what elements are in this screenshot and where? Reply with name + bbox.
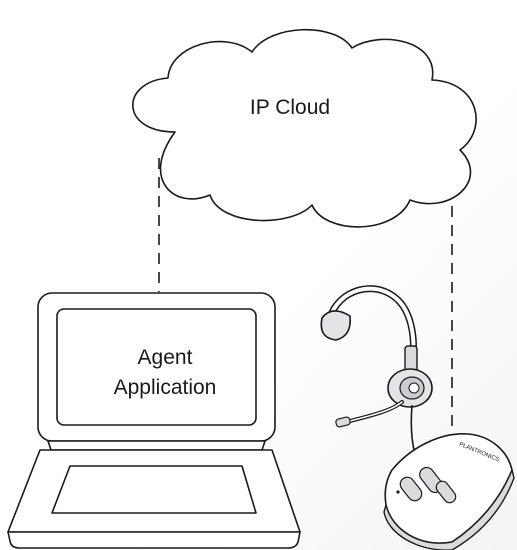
laptop-base-front (7, 531, 301, 549)
laptop-screen-label: Agent Application (80, 343, 250, 403)
laptop-screen-label-line1: Agent (137, 346, 193, 369)
laptop-trackpad (51, 465, 257, 514)
headset-icon (320, 285, 441, 487)
headset-mic-boom (344, 400, 404, 424)
laptop-screen-label-line2: Application (113, 376, 217, 399)
headset-head-pad (320, 310, 352, 341)
base-station-button-left (399, 476, 423, 502)
laptop-screen (56, 308, 257, 426)
base-station-button-right (435, 480, 457, 504)
cloud-label: IP Cloud (249, 96, 331, 119)
base-station-icon: PLANTRONICS (383, 433, 515, 550)
laptop-hinge (46, 440, 267, 451)
laptop-icon (7, 292, 301, 549)
cloud-icon (132, 28, 477, 228)
